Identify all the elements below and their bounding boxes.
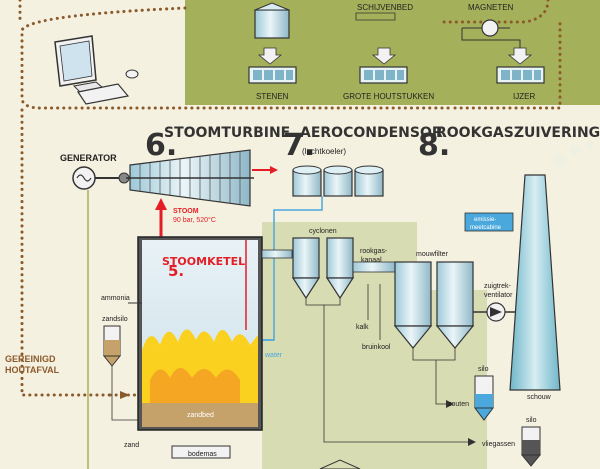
section-title-flue-gas: ROOKGASZUIVERING xyxy=(436,125,600,141)
bin-iron xyxy=(496,66,545,84)
section-title-air-condenser: AEROCONDENSOR xyxy=(300,125,443,141)
reagent-lines xyxy=(367,284,381,340)
air-condenser xyxy=(292,165,384,197)
chimney xyxy=(509,174,561,391)
magnet-icon xyxy=(461,19,521,48)
bottom-ash-bin xyxy=(171,445,231,459)
sand-silo-label: zandsilo xyxy=(102,316,128,323)
bin-stones xyxy=(248,66,297,84)
bin-large-wood xyxy=(359,66,408,84)
steam-label: STOOM xyxy=(173,208,199,215)
section-title-steam-turbine: STOOMTURBINE xyxy=(164,125,290,141)
chimney-label: schouw xyxy=(527,394,552,401)
steam-conditions: 90 bar, 520°C xyxy=(173,216,216,224)
silo-label-2: silo xyxy=(526,417,537,424)
lignite-label: bruinkool xyxy=(362,344,391,351)
fly-ash-silo xyxy=(520,426,542,467)
air-condenser-subtitle: (luchtkoeler) xyxy=(302,147,346,156)
sieve-bed xyxy=(254,2,290,39)
flue-channel-label-2: kanaal xyxy=(361,257,382,264)
computer-icon xyxy=(54,35,139,105)
ammonia-label: ammonia xyxy=(101,295,130,302)
bin-label-stones: STENEN xyxy=(256,92,289,101)
section-number-7: 7. xyxy=(283,128,315,163)
steam-boiler xyxy=(137,236,263,431)
bottom-ash-label: bodemas xyxy=(188,451,217,458)
sand-label: zand xyxy=(124,442,139,449)
sieve-label: SCHIJVENBED xyxy=(357,3,413,12)
residue-lines xyxy=(305,298,470,443)
partial-structure xyxy=(319,459,361,469)
bin-label-iron: IJZER xyxy=(513,92,535,101)
fly-ash-label: vliegassen xyxy=(482,441,515,448)
steam-turbine xyxy=(126,149,254,207)
generator-label: GENERATOR xyxy=(60,153,117,163)
flue-channel-label-1: rookgas- xyxy=(360,248,388,255)
fan-label-1: zuigtrek- xyxy=(484,283,512,290)
section-number-6: 6. xyxy=(145,128,177,163)
bag-filter-label: mouwfilter xyxy=(416,251,449,258)
clean-wood-label-2: HOUTAFVAL xyxy=(5,365,60,375)
emission-label-2: meetcabine xyxy=(470,225,502,231)
emission-label-1: emissie- xyxy=(474,217,496,223)
bin-arrows xyxy=(257,47,533,65)
fan-icon xyxy=(473,302,520,322)
sorting-panel xyxy=(185,0,600,105)
water-label: water xyxy=(264,352,283,359)
section-number-8: 8. xyxy=(418,128,450,163)
steam-plume xyxy=(554,141,594,166)
lime-label: kalk xyxy=(356,324,369,331)
sand-bed-label: zandbed xyxy=(187,412,214,419)
cyclones-label: cyclonen xyxy=(309,228,337,235)
clean-wood-label-1: GEREINIGD xyxy=(5,354,56,364)
cyclones xyxy=(291,237,355,300)
emission-cabin xyxy=(464,212,514,232)
silo-label-1: silo xyxy=(478,366,489,373)
flue-pipe xyxy=(261,249,293,259)
salts-label: zouten xyxy=(448,401,469,408)
magnets-label: MAGNETEN xyxy=(468,3,514,12)
bag-filter xyxy=(393,261,475,349)
steam-arrow xyxy=(155,166,278,238)
fan-label-2: ventilator xyxy=(484,292,513,299)
bin-label-large-wood: GROTE HOUTSTUKKEN xyxy=(343,92,434,101)
sand-silo xyxy=(102,325,122,367)
salts-silo xyxy=(474,375,494,421)
section-title-steam-boiler: STOOMKETEL xyxy=(162,255,245,268)
generator-icon xyxy=(72,166,130,190)
section-number-5: 5. xyxy=(168,262,184,280)
